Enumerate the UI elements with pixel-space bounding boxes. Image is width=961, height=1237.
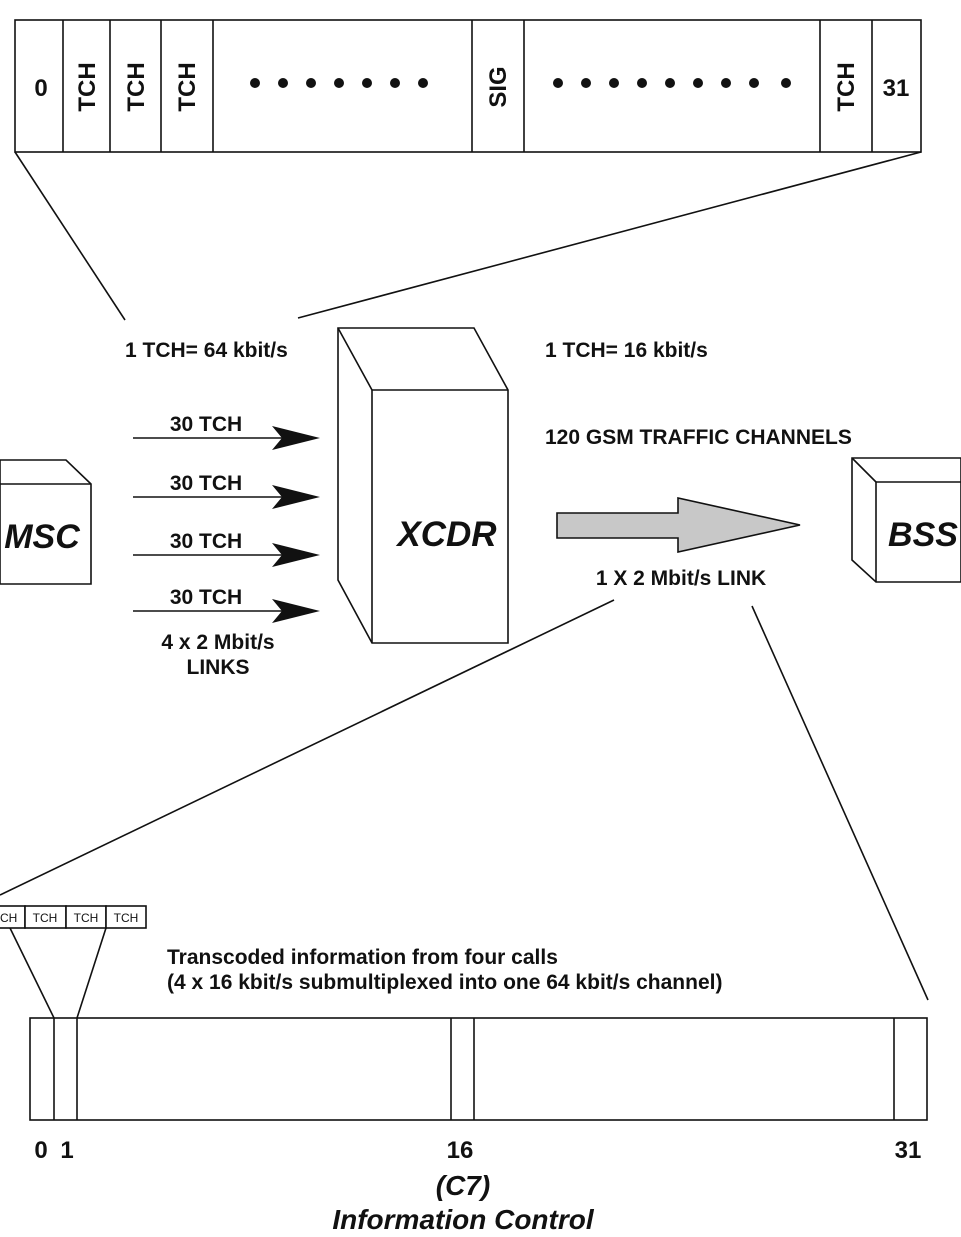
bottom-tick-1: 1 xyxy=(60,1137,73,1164)
rate-16-label: 1 TCH= 16 kbit/s xyxy=(545,339,708,362)
submux-cell-2: TCH xyxy=(33,911,58,925)
top-zoom-line-left xyxy=(14,151,126,321)
bottom-tick-0: 0 xyxy=(34,1137,47,1164)
rate-64-label: 1 TCH= 64 kbit/s xyxy=(125,339,288,362)
submux-note-line2: (4 x 16 kbit/s submultiplexed into one 6… xyxy=(167,971,722,994)
xcdr-node: XCDR xyxy=(337,327,509,644)
top-frame: 0 TCH TCH TCH SIG TCH 31 xyxy=(14,19,922,153)
submux-zoom-line-right xyxy=(76,927,107,1019)
arrow-head-1 xyxy=(272,426,320,450)
information-control-caption: Information Control xyxy=(332,1204,595,1235)
traffic-channels-label: 120 GSM TRAFFIC CHANNELS xyxy=(545,426,852,449)
top-slot-tch-3: TCH xyxy=(174,62,201,111)
top-frame-border xyxy=(14,19,922,153)
input-arrow-label-1: 30 TCH xyxy=(170,413,242,436)
top-zoom-line-right xyxy=(297,151,922,319)
bottom-frame-border xyxy=(29,1017,928,1121)
submux-cell-3: TCH xyxy=(74,911,99,925)
input-arrow-label-4: 30 TCH xyxy=(170,586,242,609)
links-caption-line2: LINKS xyxy=(187,656,250,679)
submux-zoom-line-left xyxy=(9,927,55,1019)
submux-note-line1: Transcoded information from four calls xyxy=(167,946,558,969)
submux-cells: TCH TCH TCH TCH xyxy=(0,905,147,929)
output-link-arrow xyxy=(556,497,801,553)
ellipsis-dots-left xyxy=(250,78,428,88)
links-caption-line1: 4 x 2 Mbit/s xyxy=(161,631,274,654)
bottom-frame xyxy=(29,1017,928,1121)
c7-label: (C7) xyxy=(436,1170,490,1201)
top-slot-sig: SIG xyxy=(485,66,512,107)
bottom-zoom-line-right xyxy=(751,605,929,1001)
top-slot-0: 0 xyxy=(34,75,47,102)
arrow-head-4 xyxy=(272,599,320,623)
msc-node: MSC xyxy=(0,459,92,585)
bss-label: BSS xyxy=(888,516,958,554)
msc-label: MSC xyxy=(4,518,80,556)
output-link-label: 1 X 2 Mbit/s LINK xyxy=(596,567,766,590)
xcdr-label: XCDR xyxy=(395,515,497,554)
top-slot-31: 31 xyxy=(883,75,910,102)
top-slot-tch-1: TCH xyxy=(74,62,101,111)
bss-node: BSS xyxy=(851,457,961,583)
top-slot-tch-2: TCH xyxy=(123,62,150,111)
top-slot-tch-last: TCH xyxy=(833,62,860,111)
arrow-head-3 xyxy=(272,543,320,567)
bottom-tick-31: 31 xyxy=(895,1137,922,1164)
input-arrow-label-2: 30 TCH xyxy=(170,472,242,495)
submux-cell-4: TCH xyxy=(114,911,139,925)
submux-cell-1: TCH xyxy=(0,911,17,925)
ellipsis-dots-right xyxy=(553,78,791,88)
bottom-zoom-line-left xyxy=(0,599,615,896)
input-arrow-label-3: 30 TCH xyxy=(170,530,242,553)
arrow-head-2 xyxy=(272,485,320,509)
bottom-tick-16: 16 xyxy=(447,1137,474,1164)
input-links: 30 TCH 30 TCH 30 TCH 30 TCH 4 x 2 Mbit/s… xyxy=(133,413,320,679)
